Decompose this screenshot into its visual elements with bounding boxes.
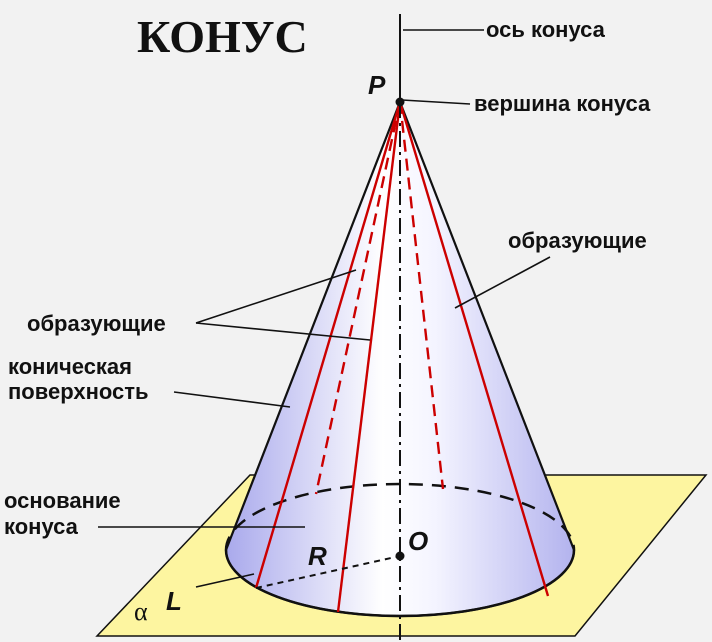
point-label-center: O [408,526,428,556]
base-rim-hidden [224,482,576,551]
label-base-line2: конуса [4,514,79,539]
generatrix-front-right [398,101,550,597]
page-title: КОНУС [137,11,308,62]
center-point [395,551,405,561]
radius-line [255,555,401,589]
generatrix-front-center [336,101,402,613]
leader-generatrices-right [454,256,551,309]
leader-point-l [195,573,255,588]
point-label-apex: P [368,70,386,100]
label-cone-apex: вершина конуса [474,91,651,116]
label-cone-axis: ось конуса [486,17,606,42]
label-generatrices-left: образующие [27,311,166,336]
leader-surface [173,391,291,408]
generatrices [254,101,550,613]
generatrix-hidden-left [314,101,402,495]
point-label-radius: R [308,541,327,571]
plane-label-alpha: α [134,597,148,626]
label-conic-surface-line2: поверхность [8,379,149,404]
label-generatrices-right: образующие [508,228,647,253]
generatrix-hidden-right [398,101,445,490]
leader-lines [98,29,551,588]
label-base-line1: основание [4,488,121,513]
leader-apex [401,99,471,105]
generatrix-front-left [254,101,402,589]
leader-generatrices-left-b [195,322,371,341]
label-conic-surface-line1: коническая [8,354,132,379]
point-label-l: L [166,586,182,616]
leader-generatrices-left-a [195,269,357,324]
apex-point [395,97,405,107]
